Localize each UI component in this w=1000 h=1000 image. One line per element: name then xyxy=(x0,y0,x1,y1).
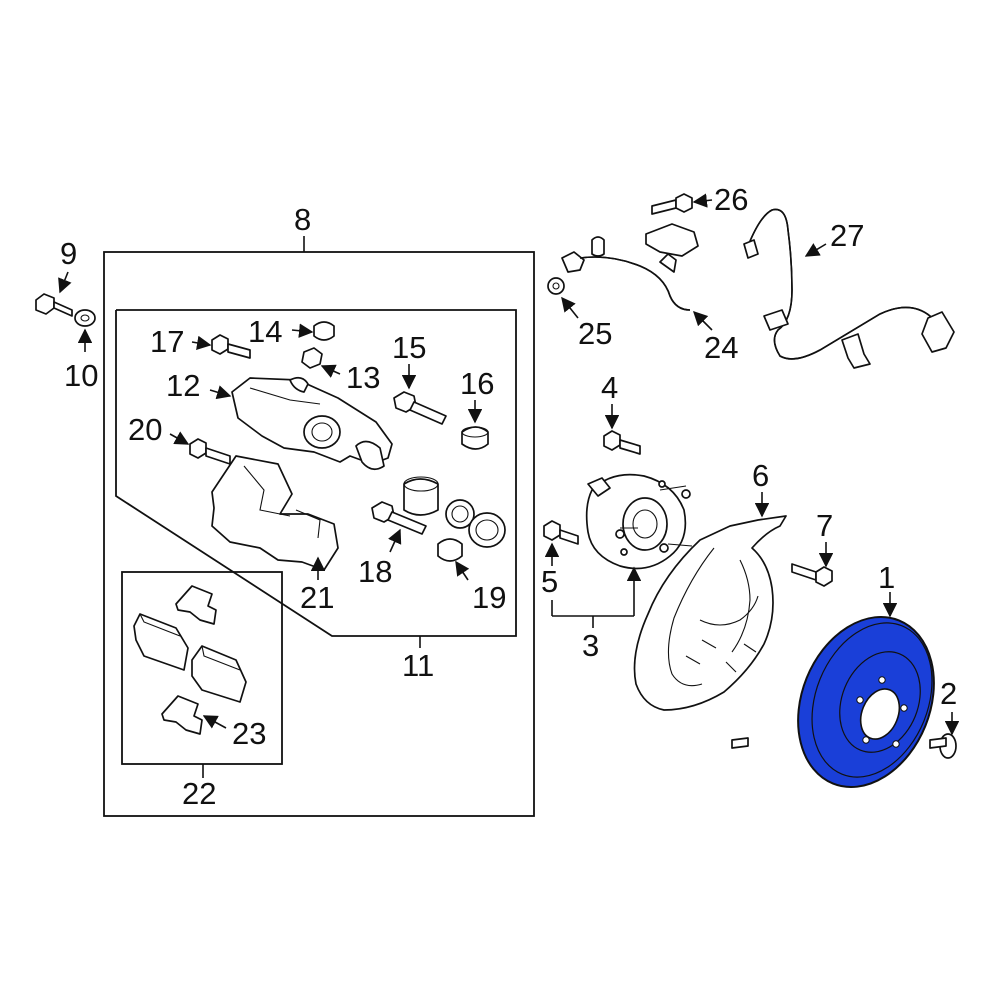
callout-3: 3 xyxy=(582,628,599,663)
pad-clip-upper[interactable] xyxy=(175,585,217,625)
callout-18: 18 xyxy=(358,554,392,589)
callout-15: 15 xyxy=(392,330,426,365)
washer-part-25[interactable] xyxy=(547,277,579,319)
guide-pin-part-18[interactable] xyxy=(371,501,427,553)
callout-23: 23 xyxy=(232,716,266,751)
hub-bolt-part-4[interactable] xyxy=(603,404,641,455)
caliper-body-part-12[interactable] xyxy=(209,376,393,471)
washer-part-10[interactable] xyxy=(74,309,96,352)
guide-boot-part-19[interactable] xyxy=(437,538,470,581)
callout-16: 16 xyxy=(460,366,494,401)
callout-26: 26 xyxy=(714,182,748,217)
callout-13: 13 xyxy=(346,360,380,395)
piston-seal-part[interactable] xyxy=(445,499,475,529)
callout-20: 20 xyxy=(128,412,162,447)
caliper-subassembly-box-11 xyxy=(115,309,517,648)
brake-hose-part-24[interactable] xyxy=(561,223,713,331)
callout-7: 7 xyxy=(816,508,833,543)
rotor-screw-part-2[interactable] xyxy=(731,712,960,759)
callout-22: 22 xyxy=(182,776,216,811)
callout-12: 12 xyxy=(166,368,200,403)
callout-9: 9 xyxy=(60,236,77,271)
bolt-part-9[interactable] xyxy=(35,271,73,317)
hub-bolt-part-5[interactable] xyxy=(543,520,579,566)
caliper-assembly-box-8 xyxy=(103,236,535,817)
shield-bolt-part-7[interactable] xyxy=(791,542,834,587)
guide-boot-part-16[interactable] xyxy=(461,400,489,450)
callout-4: 4 xyxy=(601,370,618,405)
hub-bearing-part-3[interactable] xyxy=(551,473,693,628)
caliper-bracket-part-21[interactable] xyxy=(211,455,339,580)
callout-14: 14 xyxy=(248,314,282,349)
bracket-bolt-part-20[interactable] xyxy=(169,431,231,465)
piston-part[interactable] xyxy=(403,476,439,516)
callout-27: 27 xyxy=(830,218,864,253)
bolt-part-26[interactable] xyxy=(651,193,713,215)
callout-8: 8 xyxy=(294,202,311,237)
callout-21: 21 xyxy=(300,580,334,615)
callout-1: 1 xyxy=(878,560,895,595)
callout-5: 5 xyxy=(541,564,558,599)
brake-pad-inner[interactable] xyxy=(133,613,189,671)
bleeder-cap-part-14[interactable] xyxy=(291,321,335,341)
guide-pin-part-15[interactable] xyxy=(393,364,447,425)
abs-sensor-harness-part-27[interactable] xyxy=(743,208,955,369)
dust-boot-part[interactable] xyxy=(468,512,506,548)
callout-6: 6 xyxy=(752,458,769,493)
callout-19: 19 xyxy=(472,580,506,615)
callout-17: 17 xyxy=(150,324,184,359)
brake-pad-outer[interactable] xyxy=(191,645,247,703)
callout-2: 2 xyxy=(940,676,957,711)
callout-10: 10 xyxy=(64,358,98,393)
callout-11: 11 xyxy=(402,648,434,683)
pad-clip-lower-part-23[interactable] xyxy=(161,695,227,735)
dust-shield-part-6[interactable] xyxy=(633,492,787,711)
callout-25: 25 xyxy=(578,316,612,351)
bleeder-screw-part-13[interactable] xyxy=(301,347,341,378)
guide-bolt-part-17[interactable] xyxy=(191,334,251,359)
callout-24: 24 xyxy=(704,330,738,365)
brake-rotor-part-1[interactable] xyxy=(774,592,959,808)
pad-kit-box-22 xyxy=(121,571,283,778)
